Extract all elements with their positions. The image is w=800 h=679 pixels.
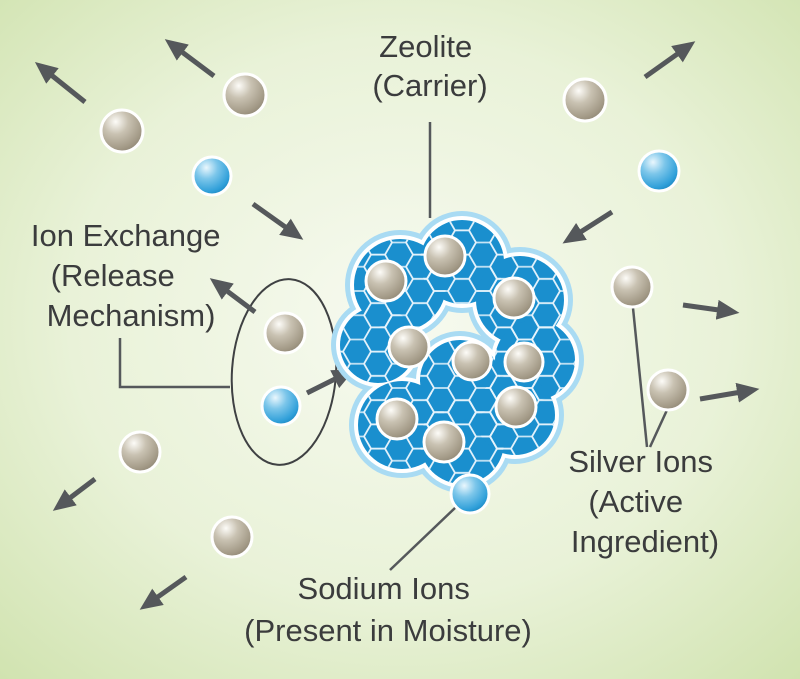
ion-exchange-label-line2: (Release bbox=[51, 258, 175, 293]
direction-arrow bbox=[305, 369, 355, 396]
sodium-ions-label-line2: (Present in Moisture) bbox=[244, 613, 532, 648]
silver-ion bbox=[118, 430, 162, 474]
ion-exchange-label-line1: Ion Exchange bbox=[31, 218, 221, 253]
zeolite-bound-silver-ion bbox=[494, 385, 538, 429]
zeolite-bound-silver-ion bbox=[422, 420, 466, 464]
direction-arrow bbox=[682, 299, 740, 320]
direction-arrow bbox=[209, 278, 257, 314]
silver-ions-label-line1: Silver Ions bbox=[568, 444, 713, 479]
label-connector-line bbox=[631, 307, 649, 448]
sodium-ions-label-line1: Sodium Ions bbox=[298, 571, 470, 606]
ion-exchange-label-line3: Mechanism) bbox=[47, 298, 216, 333]
zeolite-bound-silver-ion bbox=[492, 276, 536, 320]
sodium-ion bbox=[449, 473, 491, 515]
sodium-ion bbox=[191, 155, 233, 197]
silver-ion bbox=[99, 108, 145, 154]
zeolite-bound-silver-ion bbox=[423, 234, 467, 278]
zeolite-bound-silver-ion bbox=[503, 341, 545, 383]
sodium-ions-label: Sodium Ions (Present in Moisture) bbox=[244, 571, 532, 648]
sodium-ion bbox=[637, 149, 681, 193]
direction-arrow bbox=[643, 41, 696, 80]
direction-arrow bbox=[699, 382, 760, 403]
free-silver-ions bbox=[99, 72, 690, 559]
motion-arrows bbox=[34, 39, 760, 610]
silver-ion bbox=[210, 515, 254, 559]
zeolite-label: Zeolite (Carrier) bbox=[372, 29, 487, 103]
zeolite-bound-silver-ion bbox=[387, 325, 431, 369]
zeolite-label-line1: Zeolite bbox=[379, 29, 472, 64]
direction-arrow bbox=[34, 61, 87, 104]
sodium-ion bbox=[260, 385, 302, 427]
connector-lines bbox=[118, 122, 669, 571]
silver-ion bbox=[610, 265, 654, 309]
free-sodium-ions bbox=[191, 149, 681, 515]
direction-arrow bbox=[52, 477, 97, 511]
label-connector-line bbox=[648, 409, 669, 448]
silver-ion bbox=[646, 368, 690, 412]
zeolite-bound-silver-ion bbox=[451, 340, 493, 382]
silver-ions-label-line3: Ingredient) bbox=[571, 524, 719, 559]
ion-exchange-label: Ion Exchange (Release Mechanism) bbox=[31, 218, 229, 333]
direction-arrow bbox=[164, 39, 216, 78]
silver-ion bbox=[222, 72, 268, 118]
zeolite-label-line2: (Carrier) bbox=[372, 68, 487, 103]
label-connector-line bbox=[389, 506, 457, 571]
label-connector-line bbox=[118, 338, 230, 389]
silver-ions-label-line2: (Active bbox=[588, 484, 683, 519]
direction-arrow bbox=[251, 201, 304, 240]
direction-arrow bbox=[139, 574, 188, 610]
silver-ion bbox=[562, 77, 608, 123]
silver-ions-label: Silver Ions (Active Ingredient) bbox=[568, 444, 721, 559]
zeolite-bound-silver-ion bbox=[375, 397, 419, 441]
zeolite-bound-silver-ion bbox=[364, 259, 408, 303]
silver-ion bbox=[263, 311, 307, 355]
direction-arrow bbox=[562, 209, 614, 244]
zeolite-bound-silver-ions bbox=[364, 234, 545, 464]
